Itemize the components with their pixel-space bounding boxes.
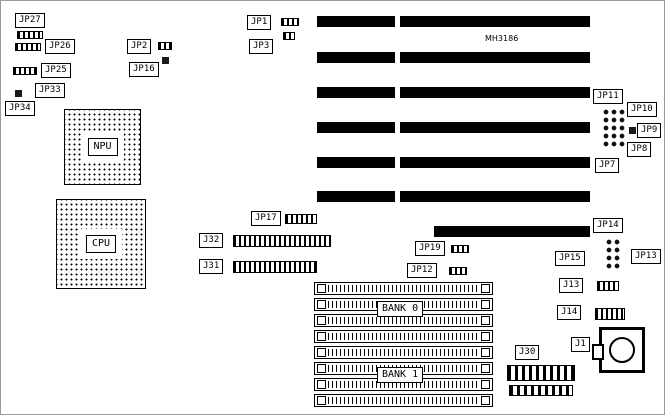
expansion-slot-3-right	[400, 87, 590, 98]
board-model-text: MH3186	[485, 34, 519, 43]
j14-pin-header	[595, 308, 625, 320]
cpu-chip-label: CPU	[85, 235, 117, 253]
jp19-pin-header	[451, 245, 469, 253]
simm-socket-5	[314, 346, 493, 359]
jp11-jumper-block	[601, 107, 626, 148]
simm-socket-1	[314, 282, 493, 295]
connector-label-j30: J30	[515, 345, 540, 360]
jumper-label-jp26: JP26	[45, 39, 75, 54]
simm-socket-4	[314, 330, 493, 343]
expansion-slot-6-right	[400, 191, 590, 202]
jumper-label-jp9: JP9	[637, 123, 662, 138]
connector-label-j13: J13	[559, 278, 584, 293]
jumper-label-jp34: JP34	[5, 101, 35, 116]
jumper-label-jp27: JP27	[15, 13, 45, 28]
connector-label-j32: J32	[199, 233, 224, 248]
connector-label-j14: J14	[557, 305, 582, 320]
expansion-slot-5-right	[400, 157, 590, 168]
jumper-label-jp33: JP33	[35, 83, 65, 98]
jumper-label-jp8: JP8	[627, 142, 652, 157]
jumper-label-jp1: JP1	[247, 15, 272, 30]
connector-label-j1: J1	[571, 337, 590, 352]
j30-pin-header-lower	[509, 385, 573, 396]
j32-pin-header	[233, 235, 331, 247]
jp2-pin-header	[158, 42, 172, 50]
expansion-slot-3-left	[317, 87, 395, 98]
jp27-pin-header	[17, 31, 43, 39]
jp3-pin-header	[283, 32, 295, 40]
j30-pin-header-upper	[507, 365, 575, 381]
jumper-label-jp12: JP12	[407, 263, 437, 278]
jumper-label-jp11: JP11	[593, 89, 623, 104]
keyboard-din-connector	[592, 327, 645, 373]
jp26-pin-header	[15, 43, 41, 51]
jumper-label-jp17: JP17	[251, 211, 281, 226]
jumper-label-jp15: JP15	[555, 251, 585, 266]
jp14-jumper-block	[604, 237, 621, 270]
expansion-slot-5-left	[317, 157, 395, 168]
expansion-slot-2-left	[317, 52, 395, 63]
jumper-label-jp2: JP2	[127, 39, 152, 54]
jumper-label-jp10: JP10	[627, 102, 657, 117]
bank1-label: BANK 1	[377, 367, 424, 383]
expansion-slot-7	[434, 226, 590, 237]
jumper-label-jp13: JP13	[631, 249, 661, 264]
cpu-socket: CPU	[56, 199, 146, 289]
expansion-slot-1-right	[400, 16, 590, 27]
simm-socket-7	[314, 378, 493, 391]
jp16-jumper-block	[162, 57, 169, 64]
npu-socket: NPU	[64, 109, 141, 185]
jumper-label-jp7: JP7	[595, 158, 620, 173]
expansion-slot-1-left	[317, 16, 395, 27]
jumper-label-jp3: JP3	[249, 39, 274, 54]
simm-socket-3	[314, 314, 493, 327]
jumper-label-jp16: JP16	[129, 62, 159, 77]
npu-chip-label: NPU	[87, 138, 118, 156]
jp17-pin-header	[285, 214, 317, 224]
j31-pin-header	[233, 261, 317, 273]
jp12-pin-header	[449, 267, 467, 275]
jp9-jumper-block	[629, 127, 636, 134]
expansion-slot-6-left	[317, 191, 395, 202]
expansion-slot-4-left	[317, 122, 395, 133]
simm-socket-8	[314, 394, 493, 407]
jumper-label-jp25: JP25	[41, 63, 71, 78]
bank0-label: BANK 0	[377, 301, 424, 317]
expansion-slot-4-right	[400, 122, 590, 133]
jp25-pin-header	[13, 67, 37, 75]
jp1-pin-header	[281, 18, 299, 26]
expansion-slot-2-right	[400, 52, 590, 63]
jp34-jumper-block	[15, 90, 22, 97]
j13-pin-header	[597, 281, 619, 291]
jumper-label-jp19: JP19	[415, 241, 445, 256]
connector-label-j31: J31	[199, 259, 224, 274]
jumper-label-jp14: JP14	[593, 218, 623, 233]
